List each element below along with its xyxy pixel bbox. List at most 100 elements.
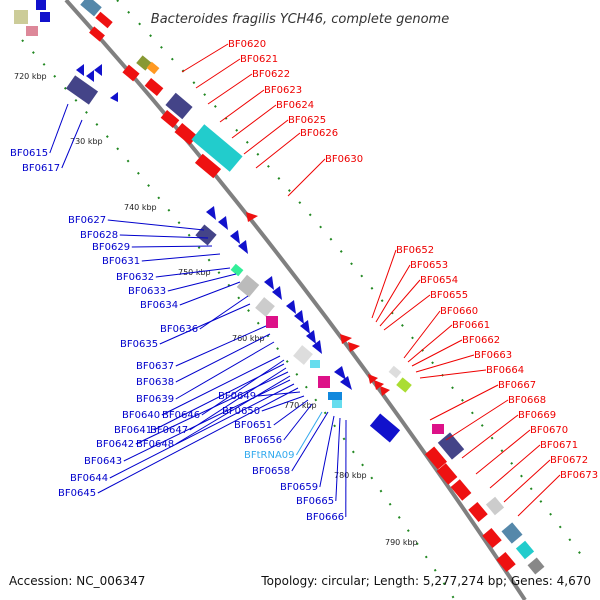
gene-label-bf0631[interactable]: BF0631 [102, 256, 140, 267]
gene-block [340, 334, 352, 344]
gene-block [348, 342, 360, 352]
label-leader-line [407, 324, 453, 363]
gene-label-bf0615[interactable]: BF0615 [10, 148, 48, 159]
gene-block [165, 92, 193, 120]
gene-label-bf0651[interactable]: BF0651 [234, 420, 272, 431]
gene-label-bf0670[interactable]: BF0670 [530, 425, 568, 436]
gene-block [328, 392, 342, 400]
label-leader-line [109, 383, 295, 479]
label-leader-line [49, 103, 69, 154]
gene-block [340, 376, 352, 390]
gene-label-bf0636[interactable]: BF0636 [160, 324, 198, 335]
gene-label-bf0656[interactable]: BF0656 [244, 435, 282, 446]
gene-label-bf0645[interactable]: BF0645 [58, 488, 96, 499]
label-leader-line [97, 387, 299, 494]
label-leader-line [181, 43, 229, 73]
label-leader-line [189, 367, 287, 431]
gene-label-bf0644[interactable]: BF0644 [70, 473, 108, 484]
label-leader-line [291, 411, 329, 472]
label-leader-line [335, 417, 341, 502]
label-leader-line [207, 73, 253, 105]
gene-label-bf0643[interactable]: BF0643 [84, 456, 122, 467]
gene-label-bf0673[interactable]: BF0673 [560, 470, 598, 481]
gene-block [89, 26, 105, 42]
reverse-gene-track [14, 0, 401, 443]
label-leader-line [135, 371, 289, 445]
gene-block [294, 310, 304, 324]
label-leader-line [175, 325, 267, 367]
gene-label-bf0639[interactable]: BF0639 [136, 394, 174, 405]
gene-block [272, 286, 282, 300]
gene-label-bf0648[interactable]: BF0648 [136, 439, 174, 450]
gene-label-bf0635[interactable]: BF0635 [120, 339, 158, 350]
gene-label-bf0632[interactable]: BF0632 [116, 272, 154, 283]
gene-label-bf0666[interactable]: BF0666 [306, 512, 344, 523]
gene-block [310, 360, 320, 368]
gene-label-bf0663[interactable]: BF0663 [474, 350, 512, 361]
kbp-tick-label: 740 kbp [124, 203, 157, 212]
label-leader-line [461, 414, 519, 459]
gene-label-bf0634[interactable]: BF0634 [140, 300, 178, 311]
gene-block [432, 424, 444, 434]
gene-block [482, 528, 502, 548]
gene-label-bf0659[interactable]: BF0659 [280, 482, 318, 493]
gene-label-bf0622[interactable]: BF0622 [252, 69, 290, 80]
gene-label-bf0638[interactable]: BF0638 [136, 377, 174, 388]
gene-label-bf0650[interactable]: BF0650 [222, 406, 260, 417]
gene-label-bf0621[interactable]: BF0621 [240, 54, 278, 65]
gene-label-bf0629[interactable]: BF0629 [92, 242, 130, 253]
gene-label-bf0641[interactable]: BF0641 [114, 425, 152, 436]
gene-label-bf0647[interactable]: BF0647 [150, 425, 188, 436]
gene-label-bf0642[interactable]: BF0642 [96, 439, 134, 450]
gene-label-bf0653[interactable]: BF0653 [410, 260, 448, 271]
gene-block [86, 70, 94, 82]
gene-label-bf0620[interactable]: BF0620 [228, 39, 266, 50]
kbp-tick-label: 780 kbp [334, 471, 367, 480]
gene-label-bf0649[interactable]: BF0649 [218, 391, 256, 402]
gene-label-bf0640[interactable]: BF0640 [122, 410, 160, 421]
label-leader-line [257, 391, 301, 397]
gene-label-bf0623[interactable]: BF0623 [264, 85, 302, 96]
gene-block [236, 274, 260, 298]
gene-label-bftrna09[interactable]: BFtRNA09 [244, 450, 295, 461]
gene-label-bf0660[interactable]: BF0660 [440, 306, 478, 317]
gene-label-bf0627[interactable]: BF0627 [68, 215, 106, 226]
gene-block [95, 11, 113, 29]
gene-block [160, 110, 180, 128]
gene-block [65, 75, 99, 105]
gene-label-bf0661[interactable]: BF0661 [452, 320, 490, 331]
gene-label-bf0662[interactable]: BF0662 [462, 335, 500, 346]
gene-label-bf0646[interactable]: BF0646 [162, 410, 200, 421]
gene-label-bf0664[interactable]: BF0664 [486, 365, 524, 376]
gene-label-bf0671[interactable]: BF0671 [540, 440, 578, 451]
gene-block [191, 124, 243, 172]
label-leader-line [153, 363, 285, 431]
gene-block [266, 316, 278, 328]
gene-label-bf0628[interactable]: BF0628 [80, 230, 118, 241]
gene-block [300, 320, 310, 334]
label-leader-line [161, 355, 281, 416]
gene-label-bf0667[interactable]: BF0667 [498, 380, 536, 391]
gene-label-bf0630[interactable]: BF0630 [325, 154, 363, 165]
gene-label-bf0668[interactable]: BF0668 [508, 395, 546, 406]
label-leader-line [123, 379, 291, 462]
gene-block [468, 502, 488, 522]
gene-label-bf0626[interactable]: BF0626 [300, 128, 338, 139]
label-leader-line [61, 119, 83, 169]
gene-label-bf0654[interactable]: BF0654 [420, 275, 458, 286]
gene-label-bf0665[interactable]: BF0665 [296, 496, 334, 507]
inner-tick-track [21, 39, 456, 600]
gene-label-bf0624[interactable]: BF0624 [276, 100, 314, 111]
gene-label-bf0655[interactable]: BF0655 [430, 290, 468, 301]
gene-label-bf0617[interactable]: BF0617 [22, 163, 60, 174]
gene-label-bf0637[interactable]: BF0637 [136, 361, 174, 372]
gene-label-bf0625[interactable]: BF0625 [288, 115, 326, 126]
gene-label-bf0669[interactable]: BF0669 [518, 410, 556, 421]
gene-block [80, 0, 102, 17]
gene-label-bf0672[interactable]: BF0672 [550, 455, 588, 466]
gene-label-bf0658[interactable]: BF0658 [252, 466, 290, 477]
summary-text: Topology: circular; Length: 5,277,274 bp… [261, 574, 591, 588]
gene-label-bf0652[interactable]: BF0652 [396, 245, 434, 256]
gene-label-bf0633[interactable]: BF0633 [128, 286, 166, 297]
gene-block [110, 92, 118, 102]
